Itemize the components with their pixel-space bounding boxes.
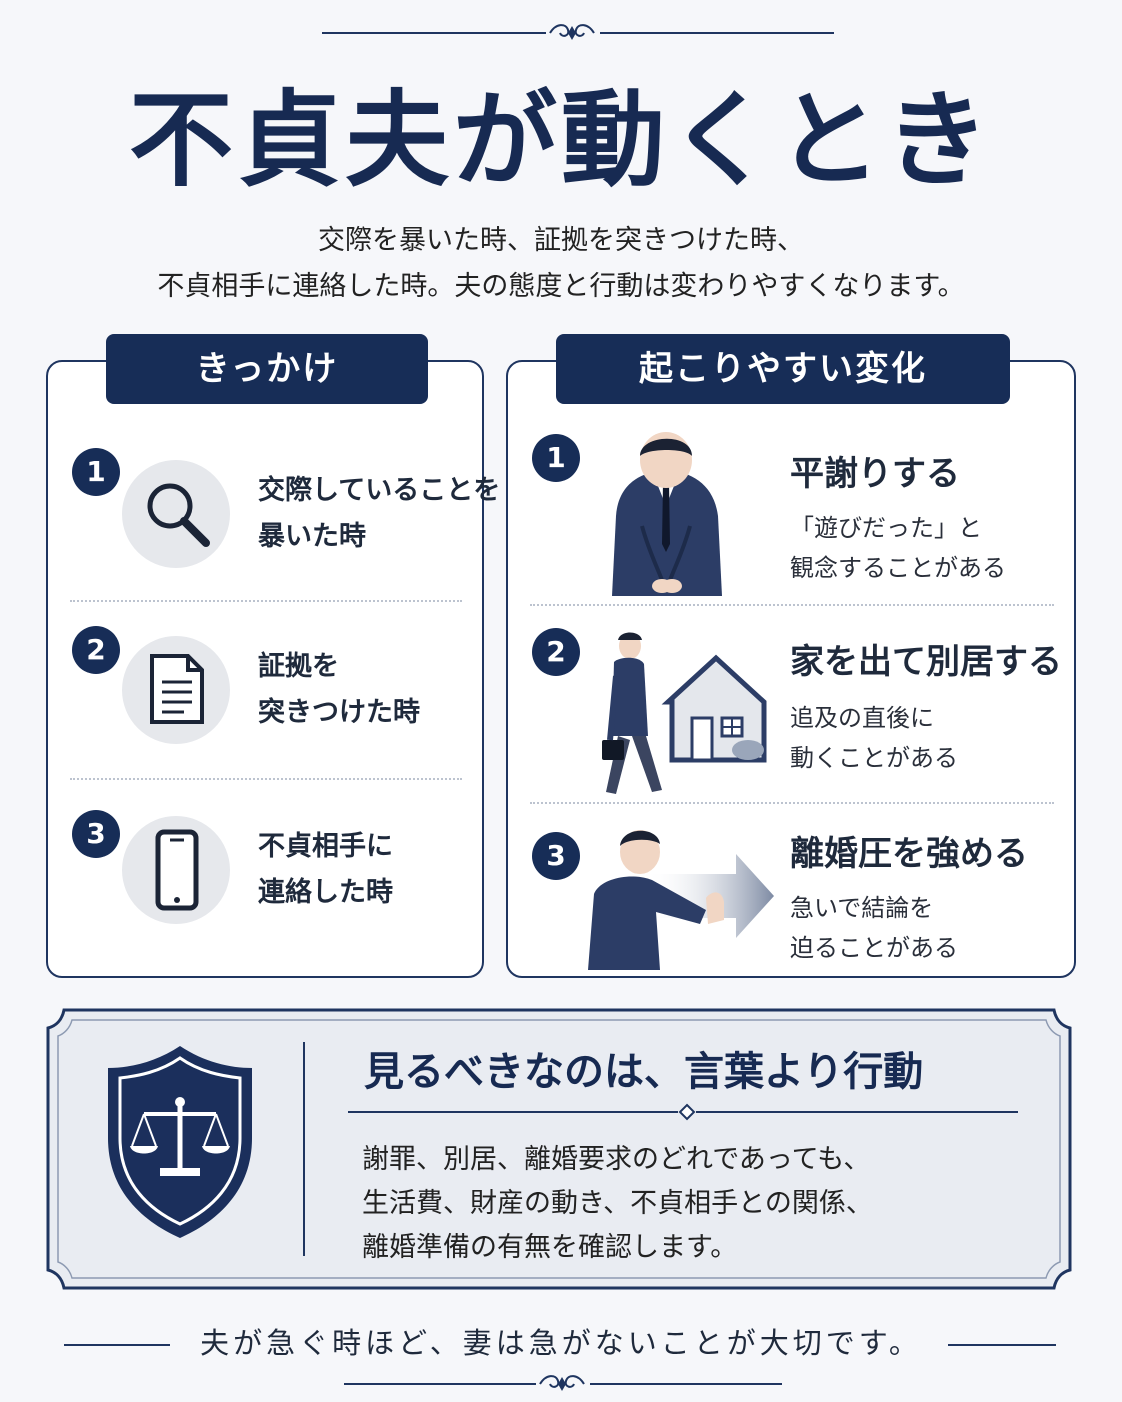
subtitle: 交際を暴いた時、証拠を突きつけた時、 不貞相手に連絡した時。夫の態度と行動は変わ… <box>0 218 1122 310</box>
summary-heading: 見るべきなのは、言葉より行動 <box>364 1049 924 1095</box>
change-divider-1 <box>530 604 1054 606</box>
change-3-line-2: 迫ることがある <box>790 934 958 962</box>
smartphone-icon <box>122 816 230 924</box>
summary-body: 謝罪、別居、離婚要求のどれであっても、 生活費、財産の動き、不貞相手との関係、 … <box>362 1138 873 1270</box>
man-leaving-house-illustration <box>602 632 767 794</box>
trigger-number-3: 3 <box>72 810 120 858</box>
bowing-man-illustration <box>612 432 722 596</box>
subtitle-line-2: 不貞相手に連絡した時。夫の態度と行動は変わりやすくなります。 <box>157 271 965 302</box>
footer-line-left <box>64 1344 170 1346</box>
footer-line-right <box>948 1344 1056 1346</box>
change-desc-3: 急いで結論を 迫ることがある <box>790 888 958 968</box>
changes-panel-title: 起こりやすい変化 <box>556 334 1010 404</box>
trigger-divider-2 <box>70 778 462 780</box>
footer: 夫が急ぐ時ほど、妻は急がないことが大切です。 <box>0 1320 1122 1366</box>
change-number-3: 3 <box>532 832 580 880</box>
summary-box: 見るべきなのは、言葉より行動 謝罪、別居、離婚要求のどれであっても、 生活費、財… <box>46 1008 1072 1290</box>
change-desc-1: 「遊びだった」と 観念することがある <box>790 508 1006 588</box>
trigger-1-line-1: 交際していることを <box>258 475 501 506</box>
change-3-line-1: 急いで結論を <box>790 894 934 922</box>
summary-line-2: 生活費、財産の動き、不貞相手との関係、 <box>362 1188 873 1219</box>
change-heading-3: 離婚圧を強める <box>790 834 1028 874</box>
footer-message: 夫が急ぐ時ほど、妻は急がないことが大切です。 <box>200 1326 922 1360</box>
trigger-text-3: 不貞相手に 連絡した時 <box>258 824 393 916</box>
trigger-3-line-2: 連絡した時 <box>258 877 393 908</box>
triggers-panel-title: きっかけ <box>106 334 428 404</box>
change-1-line-2: 観念することがある <box>790 554 1006 582</box>
trigger-number-1: 1 <box>72 448 120 496</box>
man-pushing-arrow-illustration <box>588 830 774 970</box>
change-desc-2: 追及の直後に 動くことがある <box>790 698 958 778</box>
shield-scales-icon <box>108 1046 252 1238</box>
triggers-panel: きっかけ 1 交際していることを 暴いた時 2 証拠を 突きつけた時 3 <box>46 334 500 978</box>
trigger-2-line-2: 突きつけた時 <box>258 697 420 728</box>
summary-frame <box>46 1008 1072 1290</box>
summary-line-1: 謝罪、別居、離婚要求のどれであっても、 <box>362 1144 871 1175</box>
trigger-1-line-2: 暴いた時 <box>258 521 366 552</box>
document-icon <box>122 636 230 744</box>
change-heading-1: 平謝りする <box>790 454 960 494</box>
top-ornament <box>322 24 834 40</box>
trigger-2-line-1: 証拠を <box>258 651 339 682</box>
bottom-ornament <box>344 1375 782 1391</box>
change-1-line-1: 「遊びだった」と <box>790 514 982 542</box>
change-number-2: 2 <box>532 628 580 676</box>
subtitle-line-1: 交際を暴いた時、証拠を突きつけた時、 <box>318 225 804 256</box>
change-divider-2 <box>530 802 1054 804</box>
trigger-text-2: 証拠を 突きつけた時 <box>258 644 420 736</box>
change-2-line-2: 動くことがある <box>790 744 958 772</box>
changes-panel: 起こりやすい変化 1 平謝りする 「遊びだった」と 観念することがある 2 家を… <box>506 334 1076 978</box>
trigger-text-1: 交際していることを 暴いた時 <box>258 468 500 560</box>
change-heading-2: 家を出て別居する <box>790 642 1062 682</box>
trigger-3-line-1: 不貞相手に <box>258 831 393 862</box>
change-number-1: 1 <box>532 434 580 482</box>
page-title: 不貞夫が動くとき <box>128 78 993 201</box>
magnifier-icon <box>122 460 230 568</box>
trigger-divider-1 <box>70 600 462 602</box>
change-2-line-1: 追及の直後に <box>790 704 934 732</box>
trigger-number-2: 2 <box>72 626 120 674</box>
summary-line-3: 離婚準備の有無を確認します。 <box>362 1232 738 1263</box>
